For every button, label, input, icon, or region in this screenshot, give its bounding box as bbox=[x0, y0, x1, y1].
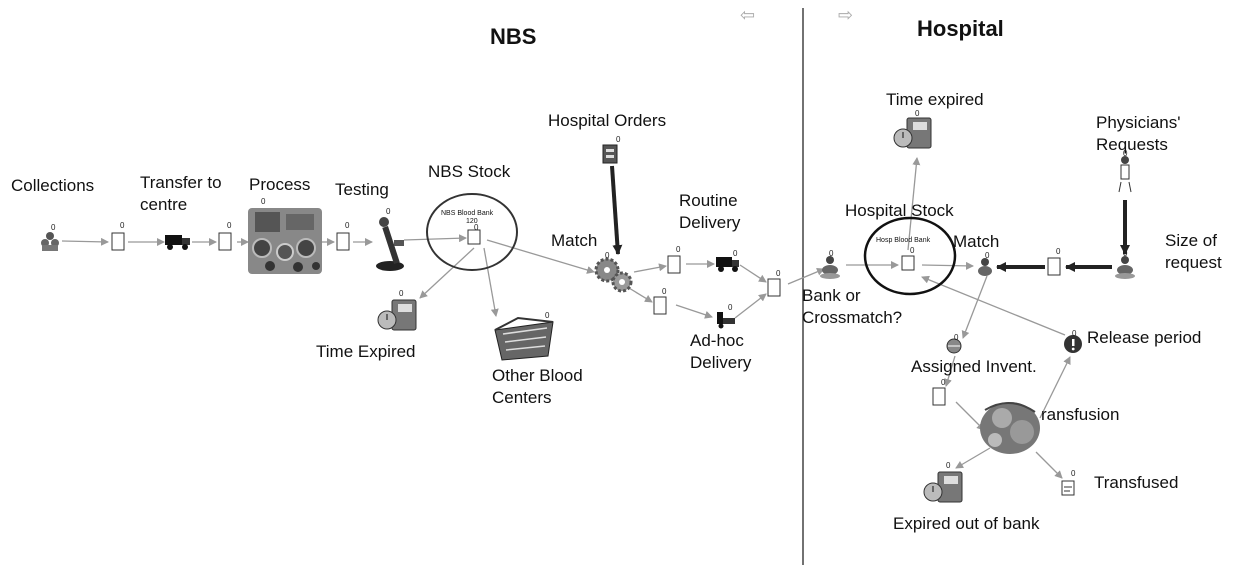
stock-level: 0 bbox=[829, 249, 834, 258]
truck-icon bbox=[165, 235, 190, 250]
stock-level: 0 bbox=[120, 221, 125, 230]
stock-level: 0 bbox=[946, 461, 951, 470]
release-period-label: Release period bbox=[1087, 328, 1202, 347]
stock-level: 0 bbox=[941, 378, 946, 387]
process-label: Process bbox=[249, 175, 311, 194]
nbs-blood-bank-count: 120 bbox=[466, 218, 478, 225]
hospital-stock-label: Hospital Stock bbox=[845, 201, 954, 220]
hospital-orders-label: Hospital Orders bbox=[548, 111, 667, 130]
adhoc-delivery-label-2: Delivery bbox=[690, 353, 752, 372]
hosp-blood-bank-label: Hosp Blood Bank bbox=[876, 237, 931, 244]
time-expired-nbs-label: Time Expired bbox=[316, 342, 416, 361]
transfer-label-2: centre bbox=[140, 195, 188, 214]
assigned-inventory-label: Assigned Invent. bbox=[911, 357, 1037, 376]
transfusion-label: ransfusion bbox=[1041, 405, 1120, 424]
size-request-person-icon bbox=[1115, 256, 1135, 279]
physician-icon bbox=[1118, 156, 1132, 193]
match-nbs-label: Match bbox=[551, 231, 598, 250]
stock-level: 0 bbox=[399, 289, 404, 298]
stock-level: 0 bbox=[676, 245, 681, 254]
transfused-label: Transfused bbox=[1094, 473, 1179, 492]
collections-icon bbox=[41, 232, 59, 251]
routine-delivery-label-2: Delivery bbox=[679, 213, 741, 232]
hospital-panel-title: Hospital bbox=[917, 16, 1004, 41]
routine-truck-icon bbox=[716, 257, 739, 272]
other-blood-centers-label-1: Other Blood bbox=[492, 366, 583, 385]
transfer-label-1: Transfer to bbox=[140, 173, 222, 192]
match-hospital-label: Match bbox=[953, 232, 1000, 251]
stock-level: 0 bbox=[616, 135, 621, 144]
adhoc-delivery-icon bbox=[717, 312, 735, 329]
expired-out-of-bank-label: Expired out of bank bbox=[893, 514, 1040, 533]
stock-level: 0 bbox=[1071, 469, 1076, 478]
collections-label: Collections bbox=[11, 176, 95, 195]
stock-level: 0 bbox=[345, 221, 350, 230]
other-blood-centers-label-2: Centers bbox=[492, 388, 552, 407]
stock-level: 0 bbox=[227, 221, 232, 230]
stock-level: 0 bbox=[545, 311, 550, 320]
process-machine-icon bbox=[248, 208, 322, 274]
physicians-requests-label-2: Requests bbox=[1096, 135, 1168, 154]
demand-arrows bbox=[610, 165, 1130, 272]
stock-level: 0 bbox=[474, 223, 479, 232]
stock-boxes bbox=[111, 229, 1061, 406]
stock-level: 0 bbox=[915, 109, 920, 118]
physicians-requests-label-1: Physicians' bbox=[1096, 113, 1181, 132]
assigned-inventory-icon bbox=[946, 338, 962, 354]
stock-level: 0 bbox=[985, 251, 990, 260]
microscope-icon bbox=[376, 217, 404, 271]
match-person-icon bbox=[978, 258, 992, 276]
stock-level: 0 bbox=[1123, 249, 1128, 258]
bank-crossmatch-label-2: Crossmatch? bbox=[802, 308, 903, 327]
size-of-request-label-2: request bbox=[1165, 253, 1222, 272]
stock-level: 0 bbox=[954, 333, 959, 342]
stock-level: 0 bbox=[1123, 149, 1128, 158]
expired-icon-hospital-top bbox=[893, 117, 932, 149]
time-expired-hospital-label: Time expired bbox=[886, 90, 984, 109]
stock-level: 0 bbox=[733, 249, 738, 258]
expired-icon-hospital-bottom bbox=[923, 471, 963, 503]
bank-crossmatch-label-1: Bank or bbox=[802, 286, 861, 305]
release-info-icon bbox=[1064, 335, 1082, 353]
flow-arrows-nbs bbox=[61, 234, 825, 319]
size-of-request-label-1: Size of bbox=[1165, 231, 1217, 250]
stock-level: 0 bbox=[662, 287, 667, 296]
nbs-blood-bank-label: NBS Blood Bank bbox=[441, 210, 494, 217]
match-gears-icon bbox=[594, 257, 633, 293]
expired-icon-nbs bbox=[377, 299, 417, 331]
stock-level: 0 bbox=[910, 246, 915, 255]
stock-level: 0 bbox=[386, 207, 391, 216]
transfused-icon bbox=[1061, 480, 1075, 496]
stock-level: 0 bbox=[1072, 329, 1077, 338]
adhoc-delivery-label-1: Ad-hoc bbox=[690, 331, 744, 350]
routine-delivery-label-1: Routine bbox=[679, 191, 738, 210]
transfusion-image bbox=[980, 402, 1040, 454]
stock-level: 0 bbox=[728, 303, 733, 312]
stock-level: 0 bbox=[261, 197, 266, 206]
testing-label: Testing bbox=[335, 180, 389, 199]
stock-level: 0 bbox=[776, 269, 781, 278]
nav-left-arrow-icon[interactable]: ⇦ bbox=[740, 5, 756, 25]
nav-right-arrow-icon[interactable]: ⇨ bbox=[838, 5, 854, 25]
hospital-stock-highlight bbox=[863, 216, 957, 296]
stock-level: 0 bbox=[51, 223, 56, 232]
nbs-stock-highlight bbox=[426, 193, 518, 271]
stock-level: 0 bbox=[1056, 247, 1061, 256]
stock-level: 0 bbox=[605, 251, 610, 260]
nbs-panel-title: NBS bbox=[490, 24, 537, 49]
basket-icon bbox=[494, 316, 554, 361]
orders-icon bbox=[602, 144, 618, 164]
bank-crossmatch-person-icon bbox=[820, 256, 840, 279]
nbs-stock-label: NBS Stock bbox=[428, 162, 511, 181]
flow-arrows-hospital bbox=[846, 157, 1071, 479]
